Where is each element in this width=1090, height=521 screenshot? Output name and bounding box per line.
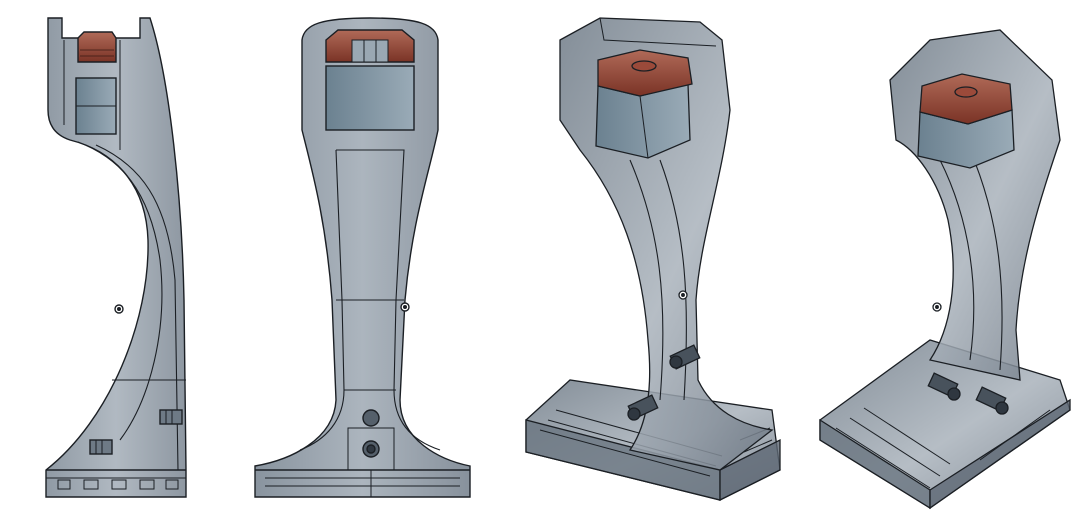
front-connector-upper bbox=[362, 409, 380, 427]
side-cap bbox=[77, 31, 117, 63]
side-connector-upper bbox=[159, 409, 183, 425]
iso-back-connector-left bbox=[927, 372, 961, 401]
iso-front-connector-lower bbox=[627, 394, 659, 421]
side-view bbox=[45, 17, 187, 498]
iso-back-cap bbox=[919, 73, 1013, 125]
iso-back-connector-right bbox=[975, 386, 1009, 415]
iso-front-cap bbox=[597, 49, 693, 97]
iso-view-back bbox=[819, 29, 1071, 510]
iso-front-connector-upper bbox=[669, 344, 701, 370]
front-shell bbox=[254, 17, 471, 498]
front-view bbox=[254, 17, 471, 498]
iso-view-front bbox=[525, 17, 781, 502]
side-connector-lower bbox=[89, 439, 113, 455]
front-block bbox=[325, 65, 415, 131]
side-shell bbox=[45, 17, 187, 498]
